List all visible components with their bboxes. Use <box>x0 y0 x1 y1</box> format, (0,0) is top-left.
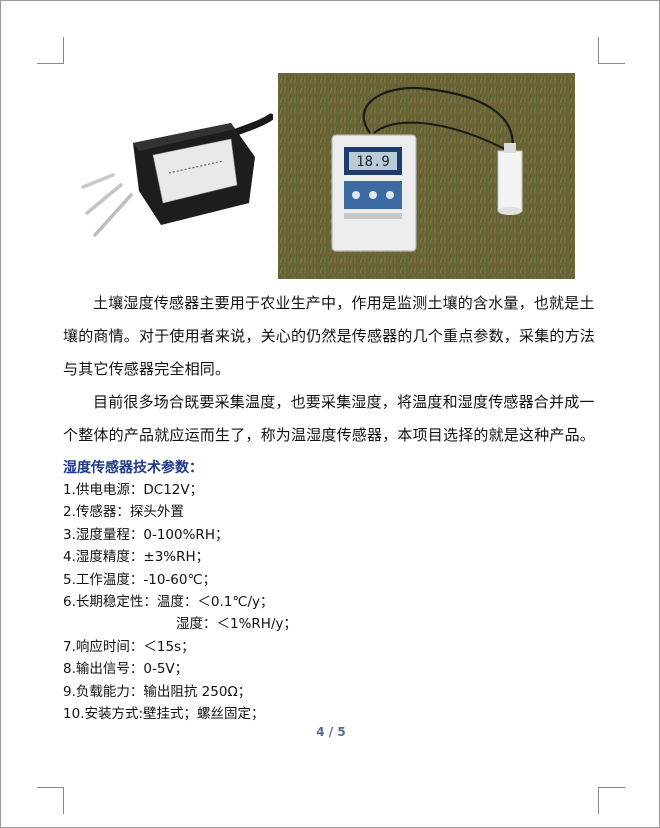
spec-item-sub: 湿度：＜1%RH/y； <box>176 616 297 633</box>
meter-display-reading: 18.9 <box>356 154 390 170</box>
page-number: 4 / 5 <box>316 725 346 739</box>
spec-item: 10.安装方式:壁挂式；螺丝固定； <box>63 705 265 722</box>
crop-mark-bottom-left <box>37 787 64 814</box>
field-meter-photo: 18.9 <box>278 73 575 279</box>
crop-mark-top-left <box>37 37 64 64</box>
paragraph-text: 目前很多场合既要采集温度，也要采集湿度，将温度和湿度传感器合并成一个整体的产品就… <box>63 393 596 444</box>
crop-mark-top-right <box>598 37 625 64</box>
spec-item: 5.工作温度：-10-60℃； <box>63 571 217 588</box>
spec-item: 9.负载能力：输出阻抗 250Ω； <box>63 683 252 700</box>
spec-item: 7.响应时间：＜15s； <box>63 638 195 655</box>
spec-item: 6.长期稳定性：温度：＜0.1℃/y； <box>63 593 274 610</box>
paragraph-text: 土壤湿度传感器主要用于农业生产中，作用是监测土壤的含水量，也就是土壤的商情。对于… <box>63 294 596 378</box>
crop-mark-bottom-right <box>598 787 625 814</box>
spec-item: 3.湿度量程：0-100%RH； <box>63 526 229 543</box>
specs-list: 1.供电电源：DC12V； 2.传感器：探头外置 3.湿度量程：0-100%RH… <box>63 479 297 725</box>
paragraph-soil-moisture-intro: 土壤湿度传感器主要用于农业生产中，作用是监测土壤的含水量，也就是土壤的商情。对于… <box>63 287 603 386</box>
spec-item: 8.输出信号：0-5V； <box>63 661 189 678</box>
spec-item: 4.湿度精度：±3%RH； <box>63 549 210 566</box>
specs-heading: 湿度传感器技术参数： <box>63 460 203 476</box>
spec-item: 2.传感器：探头外置 <box>63 504 184 521</box>
sensor-probe-image <box>81 113 273 237</box>
spec-item: 1.供电电源：DC12V； <box>63 482 204 498</box>
paragraph-temp-humidity-sensor: 目前很多场合既要采集温度，也要采集湿度，将温度和湿度传感器合并成一个整体的产品就… <box>63 386 603 452</box>
